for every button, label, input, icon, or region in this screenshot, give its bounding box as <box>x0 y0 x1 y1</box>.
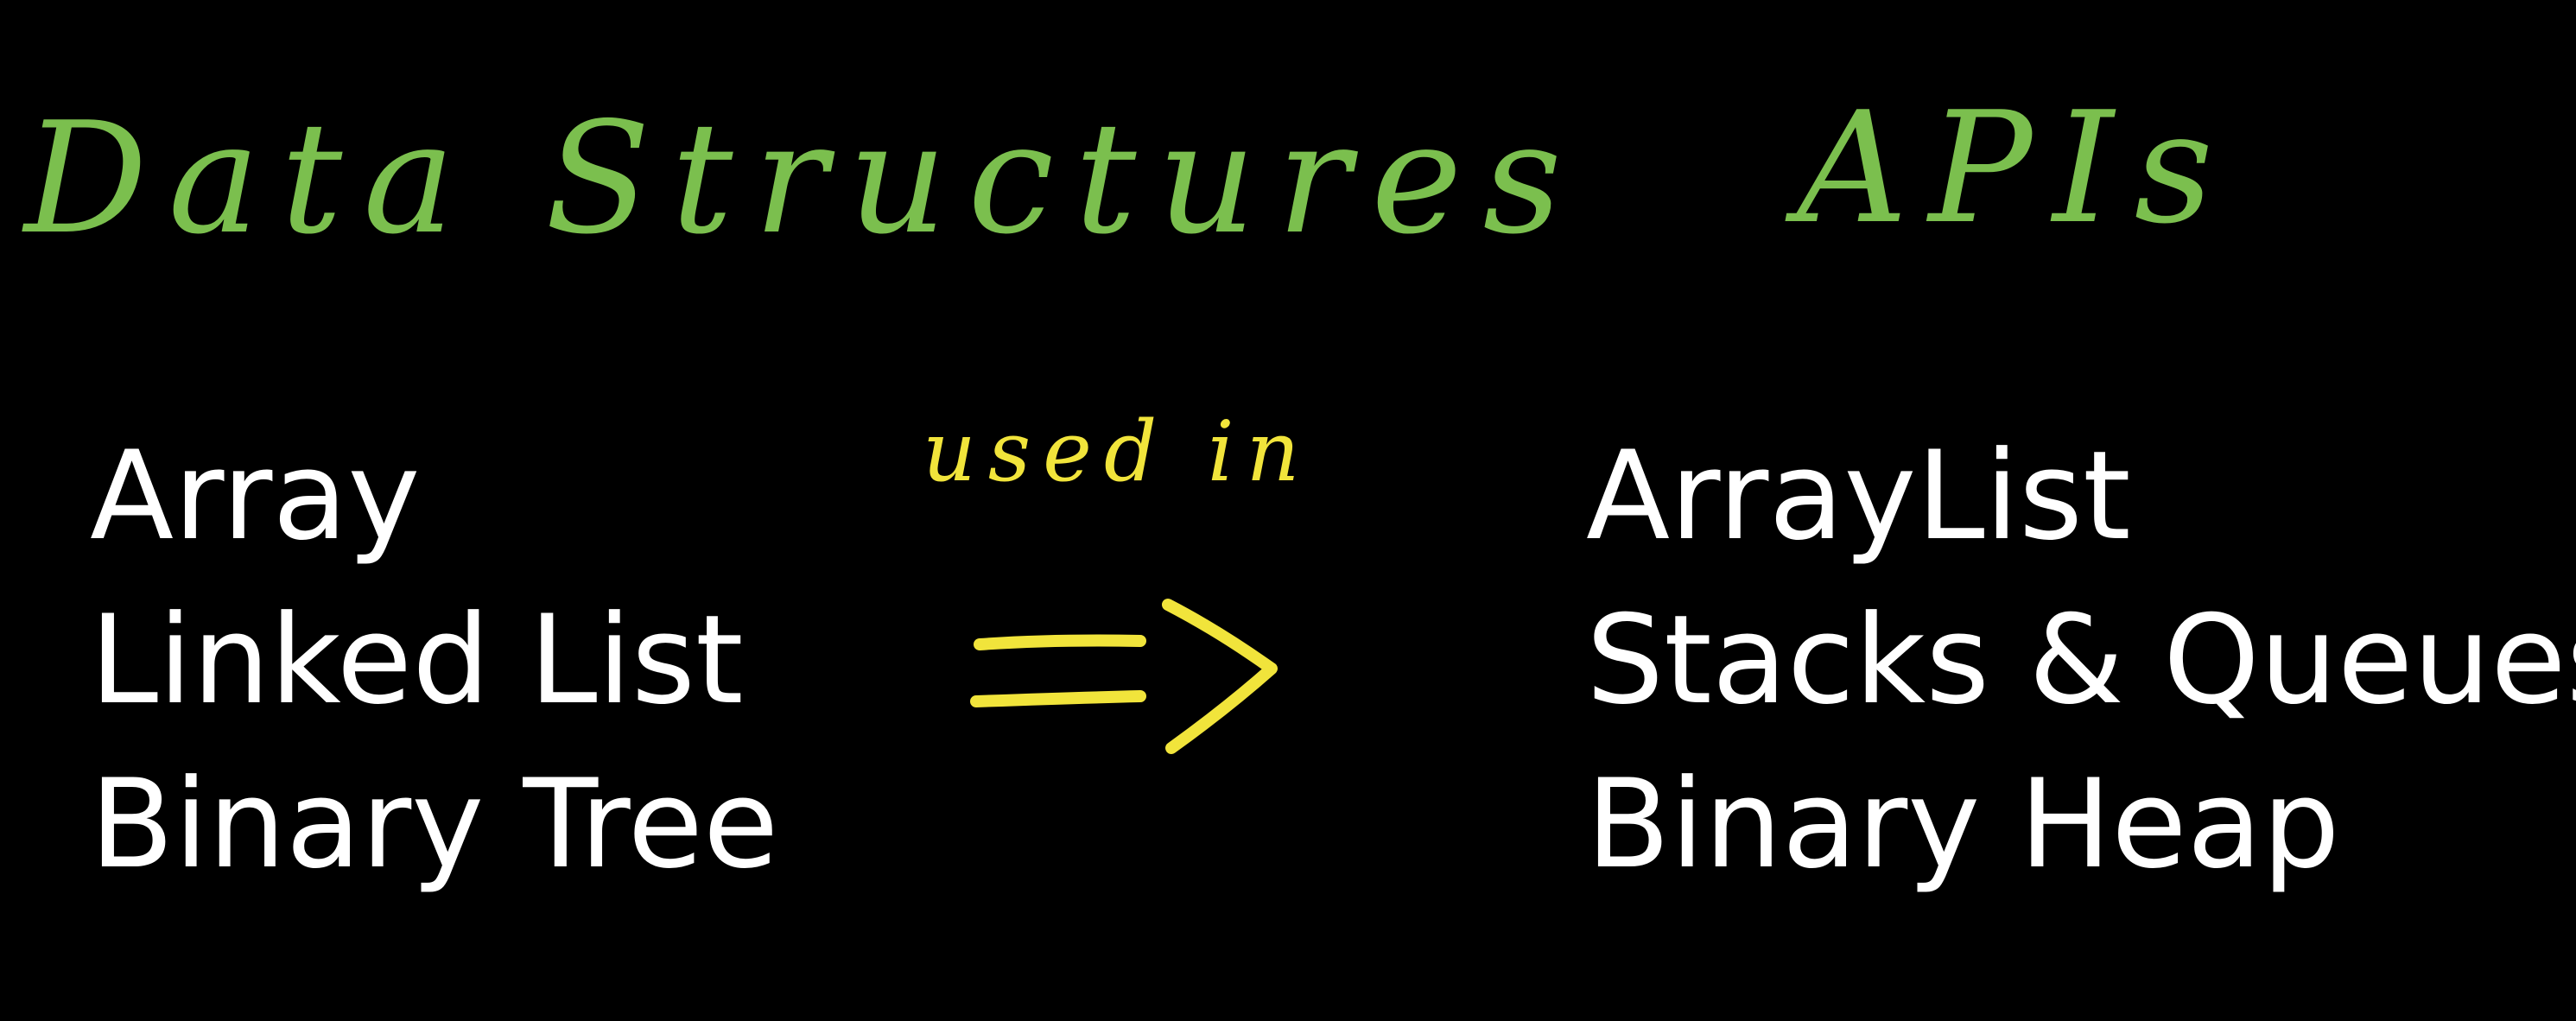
used-in-label: used in <box>923 403 1312 500</box>
double-arrow-right-icon <box>970 599 1278 754</box>
list-item: Binary Tree <box>90 753 779 896</box>
apis-list: ArrayList Stacks & Queues Binary Heap <box>1586 415 2576 907</box>
list-item: Binary Heap <box>1586 753 2340 896</box>
list-item: ArrayList <box>1586 425 2131 568</box>
data-structures-heading: Data Structures <box>24 89 1583 268</box>
list-item: Linked List <box>90 589 744 732</box>
apis-heading: APIs <box>1797 79 2234 257</box>
list-item: Array <box>90 425 421 568</box>
data-structures-list: Array Linked List Binary Tree <box>90 415 778 907</box>
list-item: Stacks & Queues <box>1586 589 2576 732</box>
